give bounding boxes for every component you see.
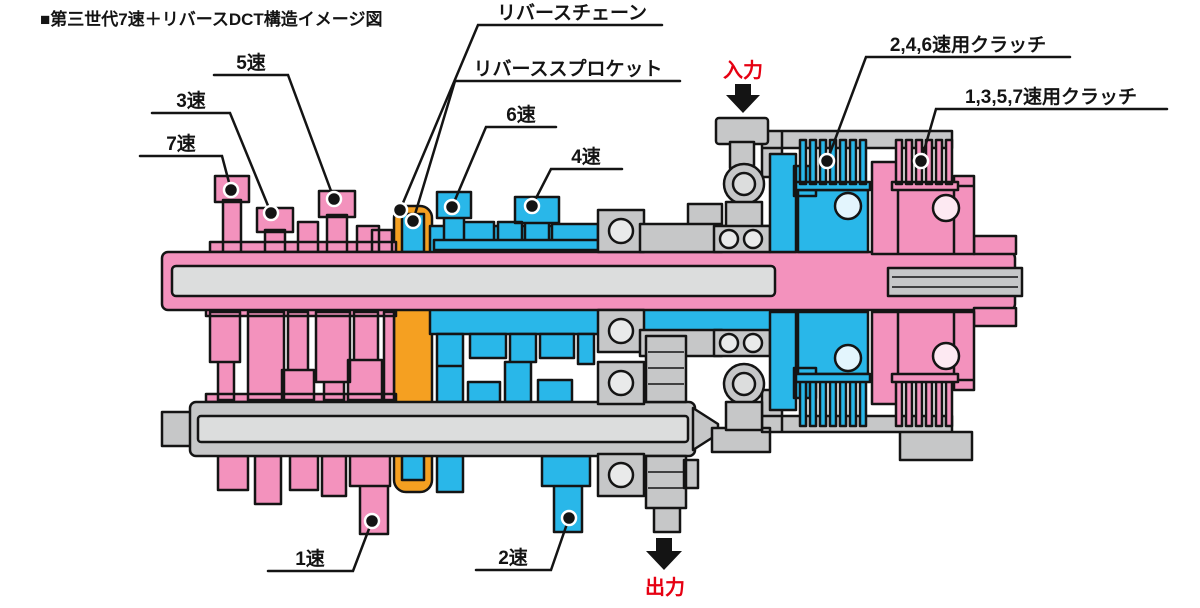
label-clutch1357: 1,3,5,7速用クラッチ	[965, 85, 1137, 108]
label-output: 出力	[645, 576, 685, 599]
label-gear6: 6速	[506, 103, 536, 126]
leader-gear2	[474, 516, 571, 572]
leader-gear3	[150, 111, 273, 215]
label-gear5: 5速	[236, 51, 266, 74]
counter-shaft-core	[196, 414, 690, 444]
bearing-ball	[742, 228, 764, 250]
callout-dot	[912, 152, 930, 170]
even-gear-cluster-middle	[435, 332, 596, 404]
leader-reverse-chain	[398, 23, 664, 212]
leader-gear5	[212, 73, 336, 201]
callout-dot	[443, 198, 461, 216]
leader-gear1	[266, 519, 374, 573]
bearing-ball	[607, 461, 635, 489]
clutch-246-piston-lower	[833, 343, 863, 373]
inner-shaft-core	[170, 264, 777, 298]
label-gear4: 4速	[571, 145, 601, 168]
label-reverse-sprocket: リバーススプロケット	[473, 57, 662, 80]
shaft-flange-top	[972, 234, 1018, 256]
label-gear3: 3速	[176, 89, 206, 112]
clutch-1357-plates-lower	[890, 372, 960, 428]
output-gear-splines	[648, 351, 684, 489]
even-gear-cluster-upper	[432, 190, 600, 252]
bearing-blocks	[596, 208, 646, 498]
leader-gear6	[450, 125, 558, 209]
output-spline-tip	[886, 266, 1024, 298]
label-reverse-chain: リバースチェーン	[497, 2, 647, 24]
label-gear1: 1速	[295, 547, 325, 570]
clutch-246-body-upper	[768, 152, 870, 254]
input-hub-upper	[724, 200, 764, 230]
odd-gear-cluster-lower	[216, 454, 348, 506]
callout-dot	[325, 190, 343, 208]
leader-clutch246	[825, 55, 1072, 163]
input-arrow-icon	[726, 84, 760, 113]
leader-clutch1357	[919, 107, 1169, 163]
callout-dot	[404, 212, 422, 230]
bearing-ball	[607, 217, 635, 245]
label-input: 入力	[723, 59, 763, 82]
bearing-ball	[718, 332, 740, 354]
output-gear-column	[644, 334, 700, 534]
bearing-ball	[607, 317, 635, 345]
odd-gear-cluster-middle	[204, 306, 398, 404]
clutch-246-piston-upper	[833, 191, 863, 221]
input-hub-lower	[724, 400, 764, 432]
label-clutch246: 2,4,6速用クラッチ	[890, 33, 1046, 56]
shaft-flange-bottom	[972, 306, 1018, 328]
clutch-1357-plates-upper	[890, 138, 960, 192]
even-gear-cluster-lower	[435, 454, 465, 494]
counter-shaft-step	[160, 410, 196, 448]
callout-dot	[262, 204, 280, 222]
label-gear2: 2速	[498, 546, 528, 569]
diagram-title: ■第三世代7速＋リバースDCT構造イメージ図	[40, 9, 382, 29]
bearing-ball	[718, 228, 740, 250]
output-arrow-icon	[646, 538, 682, 570]
callout-dot	[391, 201, 409, 219]
lower-bearing-inner	[731, 371, 757, 397]
input-shaft-flange	[714, 116, 770, 146]
input-bearing-inner	[731, 171, 757, 197]
leader-gear4	[530, 167, 624, 208]
leader-reverse-sprocket	[411, 79, 682, 223]
spline-lines	[892, 276, 1018, 288]
clutch-1357-piston-upper	[931, 193, 961, 223]
bearing-ball	[742, 332, 764, 354]
callout-dot	[523, 197, 541, 215]
clutch-1357-piston-lower	[931, 341, 961, 371]
callout-dot	[818, 152, 836, 170]
bearing-ball	[607, 369, 635, 397]
callout-dot	[560, 509, 578, 527]
callout-dot	[222, 181, 240, 199]
label-gear7: 7速	[166, 132, 196, 155]
clutch-246-plates-lower	[794, 372, 872, 428]
leader-gear7	[138, 154, 233, 192]
callout-dot	[363, 512, 381, 530]
